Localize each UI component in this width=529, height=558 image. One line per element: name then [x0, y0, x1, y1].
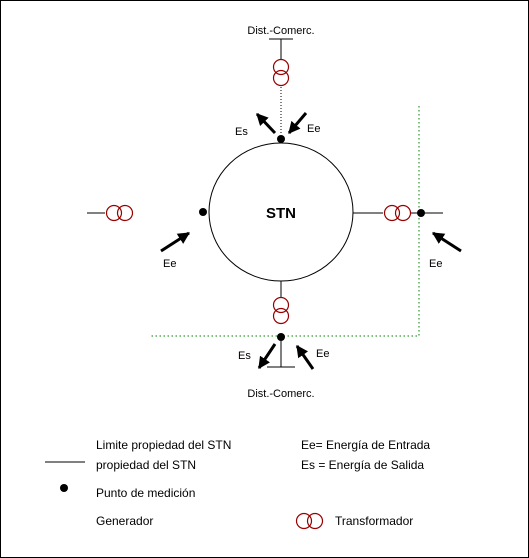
stn-label: STN	[266, 205, 296, 222]
legend: Limite propiedad del STN propiedad del S…	[45, 438, 430, 530]
right-transformer-icon	[383, 204, 412, 222]
top-ee-arrow	[287, 112, 308, 134]
left-ee-label: Ee	[163, 258, 176, 270]
bottom-dist-label: Dist.-Comerc.	[247, 388, 314, 400]
legend-limit-line-2: propiedad del STN	[96, 458, 196, 472]
legend-measure-point: Punto de medición	[96, 486, 195, 500]
legend-measure-dot	[60, 484, 68, 492]
top-transformer-icon	[272, 58, 290, 87]
left-ee-arrow	[160, 231, 191, 253]
legend-es-definition: Es = Energía de Salida	[301, 458, 424, 472]
top-es-label: Es	[235, 126, 248, 138]
right-ee-arrow	[431, 231, 462, 253]
legend-transformer: Transformador	[335, 514, 413, 528]
bottom-ee-arrow	[295, 345, 315, 370]
bottom-es-label: Es	[238, 350, 251, 362]
left-transformer-icon	[105, 204, 134, 222]
top-dist-label: Dist.-Comerc.	[247, 25, 314, 37]
bottom-transformer-icon	[272, 296, 290, 325]
bottom-measure-point	[277, 333, 285, 341]
top-es-arrow	[255, 112, 277, 135]
bottom-es-arrow	[257, 343, 277, 369]
legend-ee-definition: Ee= Energía de Entrada	[301, 438, 430, 452]
right-measure-point	[417, 209, 425, 217]
legend-transformer-icon	[295, 512, 324, 530]
top-ee-label: Ee	[307, 123, 320, 135]
top-measure-point	[277, 135, 285, 143]
stn-property-boundary	[151, 106, 420, 337]
bottom-ee-label: Ee	[316, 348, 329, 360]
right-ee-label: Ee	[429, 258, 442, 270]
legend-generator: Generador	[96, 514, 153, 528]
left-measure-point	[199, 208, 207, 216]
legend-limit-line-1: Limite propiedad del STN	[96, 438, 231, 452]
